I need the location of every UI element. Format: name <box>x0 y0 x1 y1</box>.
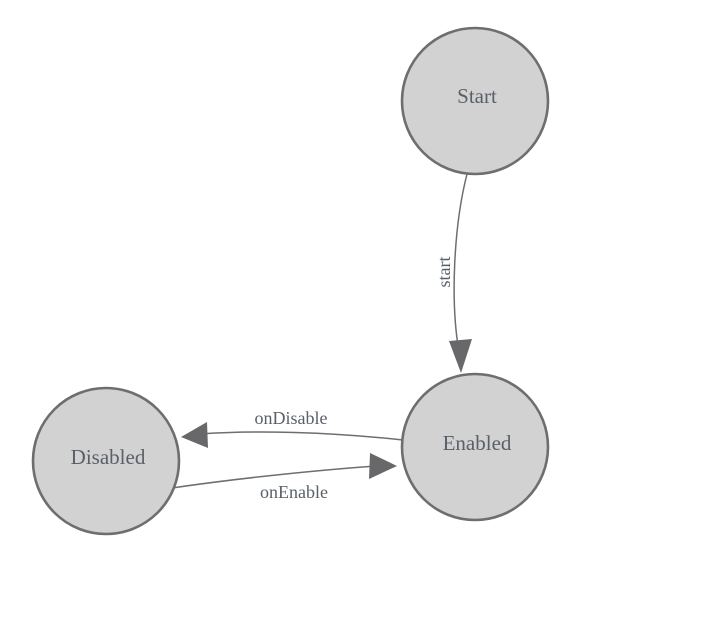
state-node-disabled-label: Disabled <box>71 445 146 469</box>
edge-start-to-enabled[interactable]: start <box>434 173 472 373</box>
state-node-enabled-circle <box>400 372 550 522</box>
edge-enabled-to-disabled-path <box>199 431 404 441</box>
state-node-disabled-circle <box>31 386 181 536</box>
edge-start-to-enabled-label: start <box>434 257 454 288</box>
state-node-start[interactable]: Start <box>400 26 550 176</box>
state-node-disabled[interactable]: Disabled <box>31 386 181 536</box>
edge-start-to-enabled-arrowhead-icon <box>449 339 472 373</box>
edge-start-to-enabled-path <box>453 173 468 353</box>
state-node-enabled[interactable]: Enabled <box>400 372 550 522</box>
edge-disabled-to-enabled[interactable]: onEnable <box>171 453 397 502</box>
state-node-start-label: Start <box>457 84 497 108</box>
edge-enabled-to-disabled-arrowhead-icon <box>181 422 208 448</box>
state-node-enabled-label: Enabled <box>443 431 512 455</box>
edge-enabled-to-disabled-label: onDisable <box>255 408 328 428</box>
edge-enabled-to-disabled[interactable]: onDisable <box>181 408 404 448</box>
edge-disabled-to-enabled-path <box>171 465 377 489</box>
edge-disabled-to-enabled-label: onEnable <box>260 482 328 502</box>
edge-disabled-to-enabled-arrowhead-icon <box>369 453 397 479</box>
state-node-start-circle <box>400 26 550 176</box>
